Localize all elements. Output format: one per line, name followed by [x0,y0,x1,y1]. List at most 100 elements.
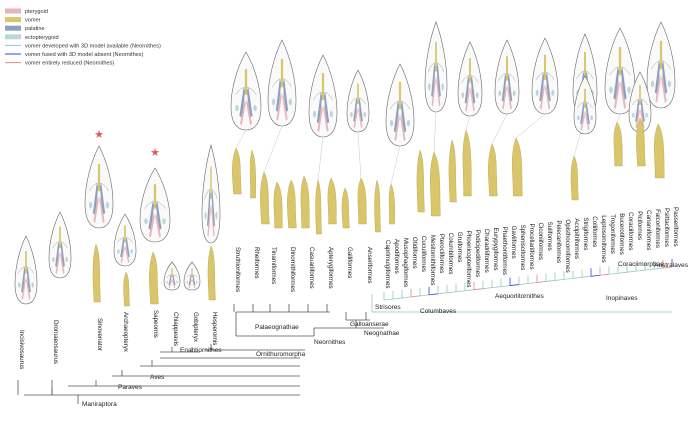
palatine-bone [282,78,289,113]
incisivosaurus-skull [14,235,38,305]
clade-label-inopinaves: Inopinaves [606,295,638,302]
ectopterygoid-bone [144,218,148,225]
palatine-bone [275,78,282,113]
branch [563,277,574,280]
vomer-shape [430,151,441,217]
pterygoid-bone [60,251,65,275]
palatine-bone [60,241,65,268]
clade-label-maniraptora: Maniraptora [82,401,117,408]
legend-item: vomer entirely reduced (Neornithes) [5,61,114,67]
connector-line [317,136,324,181]
legend-swatch [5,8,21,14]
vomer-shape [448,139,457,203]
pterygoid-bone [276,91,282,121]
ectopterygoid-bone [650,80,655,88]
palatine-bone [168,274,172,286]
palatine-bone [55,241,60,268]
vomer-shape [249,149,256,199]
vomer-bone [584,88,586,108]
ectopterygoid-bone [498,90,502,97]
taxon-label: Dromaeosaurus [52,320,59,364]
branch [473,288,484,291]
taxon-label: Chiappeavis [172,312,179,346]
vomer-bone [59,226,61,249]
taxon-label: Gobipteryx [192,312,199,343]
archaeopteryx-skull [113,213,137,267]
palatine-bone [353,97,358,123]
crown-6-skull [457,41,483,117]
palatine-bone [316,91,323,124]
vomer-shape [488,143,498,197]
palatine-bone [507,73,513,103]
branch [635,269,646,272]
taxon-label: Bucerotiformes [618,213,625,255]
vomer-shape [388,183,395,225]
connector-line [616,113,621,123]
crown-4-skull [385,63,415,147]
branch [518,283,529,285]
pterygoid-bone [614,79,620,109]
palatine-bone [155,201,162,231]
crown-1-vomer [249,149,256,199]
taxon-label: Suliformes [546,221,553,250]
crown-11-vomer [388,183,395,225]
vomer-shape [92,243,101,303]
ectopterygoid-bone [577,115,580,121]
pterygoid-bone [545,83,551,110]
ectopterygoid-bone [52,256,55,263]
taxon-label: Apodiformes [393,239,400,274]
vomer-bone [244,69,248,95]
palatine-bone [436,62,441,98]
ectopterygoid-bone [65,256,68,263]
palatine-bone [640,99,645,123]
vomer-shape [300,175,310,229]
taxon-label: Musophagiformes [402,238,409,287]
ectopterygoid-bone [215,211,218,220]
taxon-label: Gruiformes [456,232,463,263]
vomer-shape [207,245,216,301]
palatine-bone [207,189,211,228]
palatine-bone [501,73,507,103]
branch [383,298,394,301]
sinovenator-vomer [92,243,101,303]
branch [500,285,511,288]
clade-label-galloanserae: Galloanserae [350,321,389,328]
taxon-label: Trogoniformes [609,214,616,254]
branch [590,274,601,277]
ectopterygoid-bone [186,281,189,284]
vomer-bone [153,184,157,209]
taxon-label: Cariamiformes [645,210,652,250]
branch [428,293,439,296]
crown-3-skull [346,69,370,133]
taxon-label: Procellariiformes [528,224,535,270]
legend-item: vomer [5,17,41,24]
taxon-label: Psittaciformes [663,208,670,247]
ectopterygoid-bone [175,281,178,284]
palatine-bone [539,72,545,102]
legend-item: ectopterygoid [5,34,59,41]
legend-swatch [5,17,21,23]
taxon-label: Pterocliformes [438,234,445,274]
ectopterygoid-bone [406,119,411,127]
gobipteryx-skull [183,261,201,291]
crown-6-vomer [315,179,322,235]
taxon-label: Columbiformes [447,233,454,275]
pterygoid-bone [168,278,172,289]
branch [554,278,565,281]
crown-12-skull [573,75,597,135]
legend-swatch [5,34,21,40]
legend-label: pterygoid [25,9,48,15]
pterygoid-bone [655,73,661,103]
pterygoid-bone [192,278,196,289]
pterygoid-bone [394,113,400,142]
ectopterygoid-bone [441,83,444,91]
legend-item: vomer fused with 3D model absent (Neorni… [5,52,144,58]
pterygoid-bone [620,79,626,109]
clade-label-strisores: Strisores [375,304,401,311]
crown-3-vomer [273,181,283,229]
skull-illustrations: ★★ [14,21,676,305]
pterygoid-bone [188,278,192,289]
palatine-bone [464,75,470,105]
